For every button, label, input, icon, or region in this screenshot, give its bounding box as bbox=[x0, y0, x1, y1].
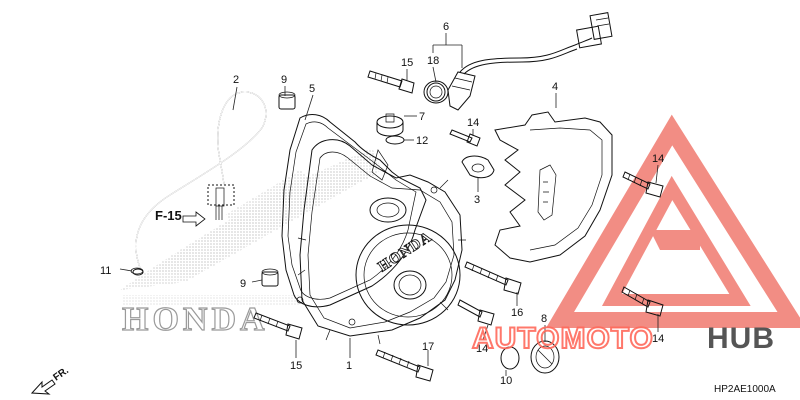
callout-9-upper: 9 bbox=[281, 74, 287, 86]
harness-guide-cover bbox=[494, 111, 613, 263]
callout-17: 17 bbox=[422, 341, 434, 353]
leader-lines bbox=[119, 33, 659, 376]
callout-5: 5 bbox=[309, 83, 315, 95]
wire-clamp bbox=[461, 155, 495, 179]
breather-hose bbox=[130, 91, 267, 275]
front-direction-arrow-icon bbox=[30, 379, 56, 395]
clip-12 bbox=[132, 268, 144, 276]
bolt-15-upper bbox=[367, 70, 415, 94]
bolt-15-lower bbox=[253, 312, 303, 340]
callout-14-right: 14 bbox=[652, 333, 664, 345]
callout-12: 11 bbox=[100, 265, 111, 277]
diagram-code: HP2AE1000A bbox=[714, 384, 776, 395]
neutral-switch-harness bbox=[426, 12, 613, 111]
cover-brand: HONDA bbox=[375, 229, 435, 276]
oil-filler-cap bbox=[376, 113, 404, 137]
callout-6: 6 bbox=[443, 21, 449, 33]
callout-13: 14 bbox=[467, 117, 479, 129]
watermark-triangle bbox=[545, 114, 800, 328]
callout-11: 12 bbox=[416, 135, 428, 147]
callout-16: 16 bbox=[511, 307, 523, 319]
watermark-text-b: HUB bbox=[707, 322, 775, 355]
bolt-16 bbox=[464, 261, 522, 295]
left-crankcase-cover bbox=[296, 139, 466, 345]
bolt-17 bbox=[375, 349, 434, 382]
honda-wing-logo bbox=[120, 148, 382, 305]
bolt-14-upper bbox=[622, 171, 664, 198]
bolt-13 bbox=[449, 129, 481, 147]
direction-label: FR. bbox=[51, 365, 71, 383]
callout-15-lower: 15 bbox=[290, 360, 302, 372]
watermark-text-a: AUTOMOTO bbox=[472, 322, 654, 355]
callout-14-upper: 14 bbox=[652, 153, 664, 165]
callout-14-lower: 14 bbox=[476, 343, 488, 355]
callout-15-upper: 15 bbox=[401, 57, 413, 69]
callout-18: 18 bbox=[427, 55, 439, 67]
o-ring-11 bbox=[385, 135, 405, 145]
background-brand: HONDA bbox=[122, 301, 269, 338]
callout-10: 10 bbox=[500, 375, 512, 387]
ref-label: F-15 bbox=[155, 208, 182, 223]
o-ring-18 bbox=[423, 80, 449, 104]
callout-1: 1 bbox=[346, 360, 352, 372]
bolt-14-lower bbox=[457, 299, 495, 326]
callout-3: 3 bbox=[474, 194, 480, 206]
callout-2: 2 bbox=[233, 74, 239, 86]
callout-9-lower: 9 bbox=[240, 278, 246, 290]
bolt-14-right bbox=[621, 286, 664, 317]
dowel-pin-lower bbox=[261, 268, 279, 287]
callout-7: 7 bbox=[419, 111, 425, 123]
o-ring-10 bbox=[500, 346, 520, 370]
ref-arrow-icon bbox=[182, 211, 206, 227]
callout-8: 8 bbox=[541, 313, 547, 325]
dowel-pin-upper bbox=[278, 91, 296, 110]
callout-4: 4 bbox=[552, 81, 558, 93]
